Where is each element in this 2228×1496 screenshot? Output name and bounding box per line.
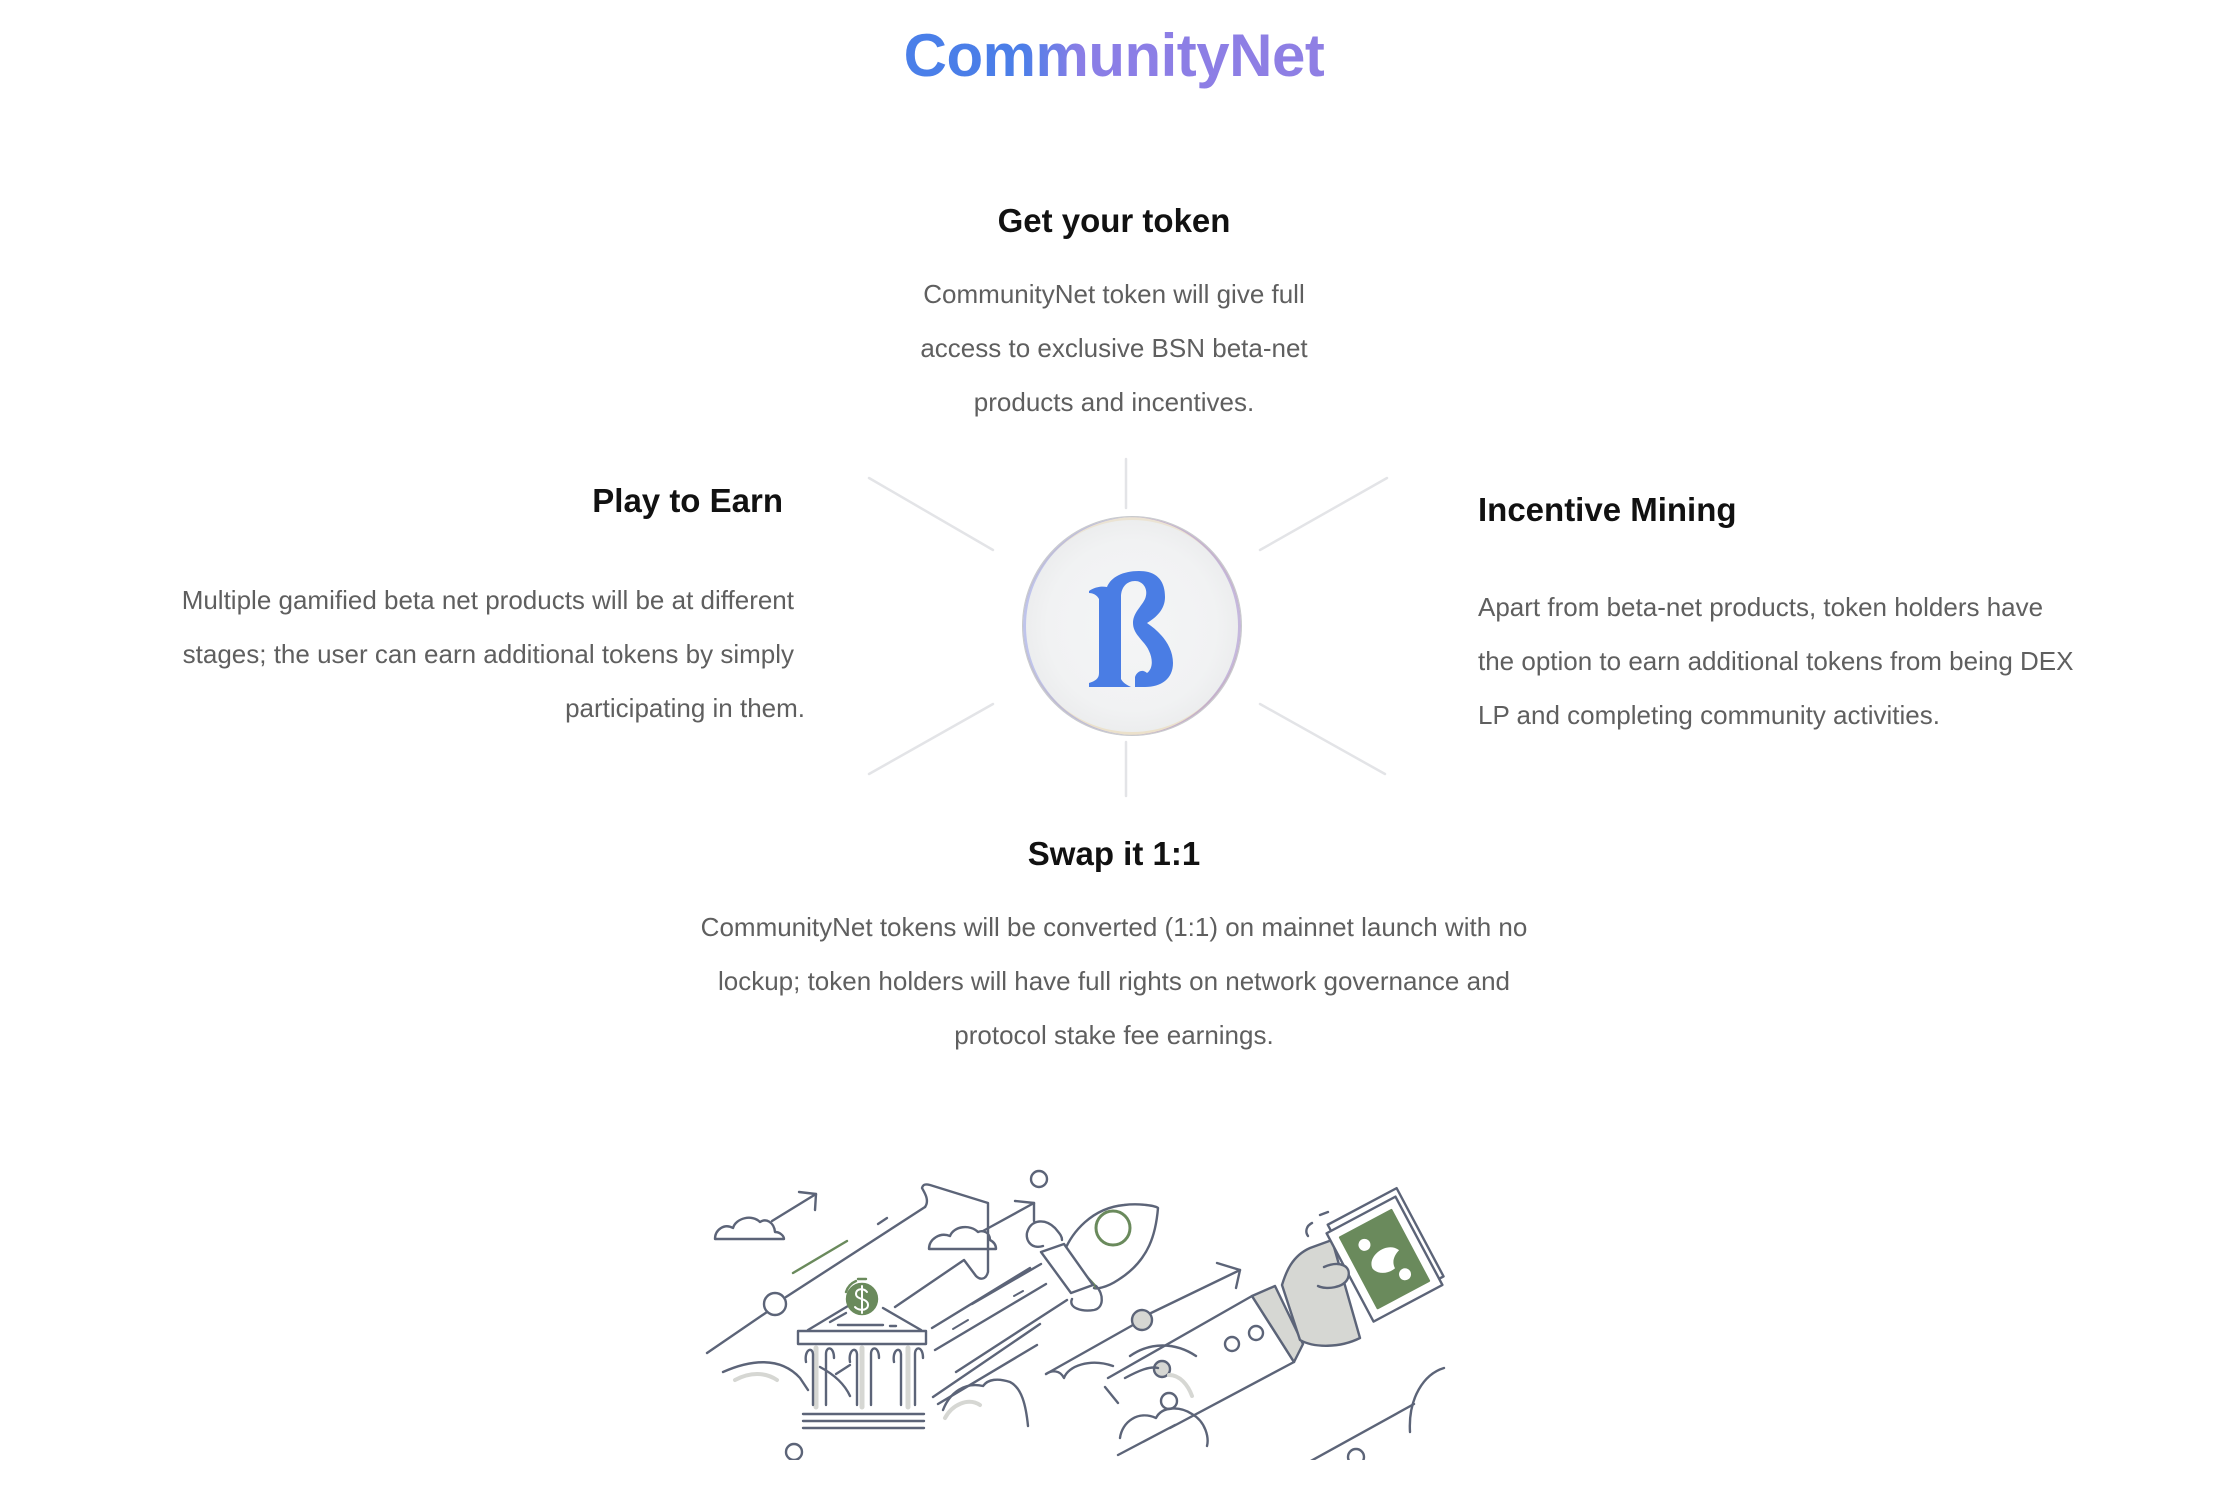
- feature-heading: Play to Earn: [592, 482, 783, 519]
- feature-play-to-earn: Play to Earn Multiple gamified beta net …: [60, 481, 805, 735]
- center-logo-coin: [1022, 516, 1242, 736]
- description-line: Apart from beta-net products, token hold…: [1478, 592, 2044, 622]
- bsn-beta-logo-icon: [1089, 571, 1173, 687]
- arrow-icon: [770, 1190, 818, 1223]
- rocket-icon: [954, 1169, 1160, 1374]
- page-title-text: CommunityNet: [903, 22, 1325, 89]
- feature-description: Apart from beta-net products, token hold…: [1478, 580, 2198, 742]
- description-line: LP and completing community activities.: [1478, 700, 1940, 730]
- feature-get-your-token: Get your token CommunityNet token will g…: [714, 201, 1514, 429]
- growth-illustration: [705, 1169, 1446, 1460]
- feature-description: Multiple gamified beta net products will…: [60, 573, 805, 735]
- feature-heading: Incentive Mining: [1478, 491, 1737, 528]
- feature-incentive-mining: Incentive Mining Apart from beta-net pro…: [1478, 490, 2198, 742]
- description-line: CommunityNet tokens will be converted (1…: [700, 912, 1528, 942]
- ray-lower-left: [867, 702, 995, 776]
- ray-upper-left: [867, 476, 995, 552]
- description-line: products and incentives.: [973, 387, 1255, 417]
- description-line: participating in them.: [565, 693, 805, 723]
- ray-lower-right: [1258, 702, 1387, 776]
- description-line: the option to earn additional tokens fro…: [1478, 646, 2074, 676]
- page-title: CommunityNet: [0, 14, 2228, 98]
- cloud-icon: [713, 1216, 786, 1241]
- feature-description: CommunityNet token will give full access…: [714, 267, 1514, 429]
- ray-upper-right: [1258, 476, 1389, 552]
- feature-heading: Swap it 1:1: [1027, 835, 1201, 872]
- feature-heading: Get your token: [997, 202, 1231, 239]
- description-line: Multiple gamified beta net products will…: [181, 585, 794, 615]
- description-line: protocol stake fee earnings.: [954, 1020, 1274, 1050]
- bank-icon: [796, 1304, 928, 1430]
- arrow-icon: [981, 1199, 1036, 1233]
- hand-holding-money-icon: [1103, 1186, 1445, 1430]
- description-line: CommunityNet token will give full: [923, 279, 1305, 309]
- dollar-coin-icon: [844, 1277, 879, 1316]
- feature-description: CommunityNet tokens will be converted (1…: [514, 900, 1714, 1062]
- description-line: stages; the user can earn additional tok…: [182, 639, 794, 669]
- description-line: lockup; token holders will have full rig…: [717, 966, 1510, 996]
- feature-swap-it: Swap it 1:1 CommunityNet tokens will be …: [514, 834, 1714, 1062]
- cloud-icon: [927, 1225, 998, 1251]
- description-line: access to exclusive BSN beta-net: [920, 333, 1308, 363]
